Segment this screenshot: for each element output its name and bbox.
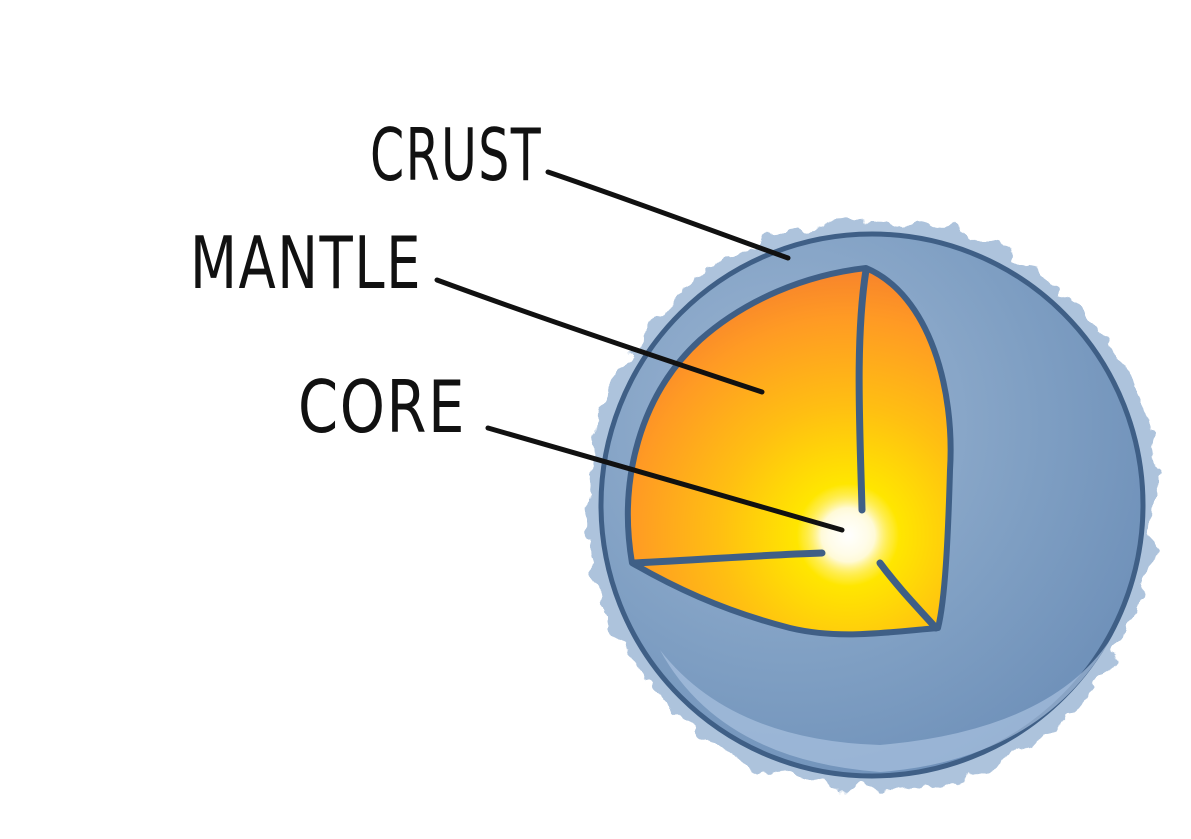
cut-edge-top	[855, 266, 870, 514]
crust-label: CRUST	[370, 113, 542, 197]
core-leader-line	[485, 425, 845, 533]
core-layer	[803, 490, 893, 580]
cut-edge-right	[876, 559, 940, 632]
mantle-label: MANTLE	[190, 221, 422, 305]
mantle-leader-line	[434, 277, 765, 395]
cut-edge-left	[630, 549, 826, 567]
core-label: CORE	[298, 365, 466, 449]
crust-leader-line	[545, 169, 791, 261]
crust-highlight	[660, 640, 1110, 772]
